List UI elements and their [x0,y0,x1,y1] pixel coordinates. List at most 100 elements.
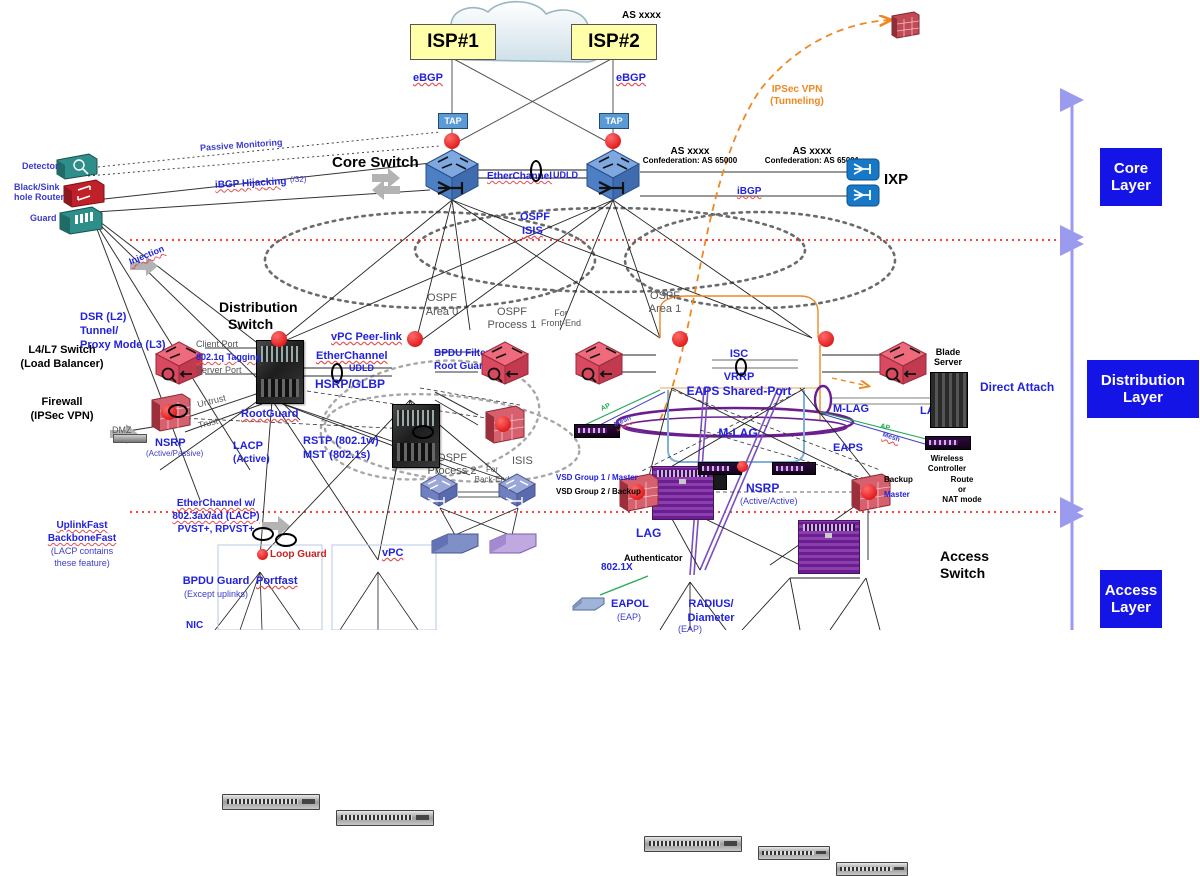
nic-label: NIC [186,620,204,631]
guard-device[interactable] [58,205,104,240]
tap-right[interactable]: TAP [599,113,629,129]
l4l7-right-right-cube[interactable] [876,336,930,391]
route-nat-line3: NAT mode [942,495,982,504]
core-udld-label: UDLD [553,170,578,180]
radius-label-2: Diameter [687,612,735,624]
core-right-status-dot [605,133,621,149]
backend-access-switch-right[interactable] [488,531,538,562]
l4l7-load-balancer[interactable] [152,336,206,391]
ospf-area0-line2: Area 0 [425,306,459,318]
route-nat-line2: or [958,485,966,494]
remote-firewall-icon[interactable] [888,10,920,45]
uplinkfast-label: UplinkFast [56,520,108,531]
wireless-controller-left[interactable] [574,424,620,438]
l4l7-label-1: L4/L7 Switch [28,344,96,356]
access-point-right[interactable] [772,462,816,475]
radius-sub-label: (EAP) [677,624,703,634]
dmz-label: DMZ [112,425,132,435]
backend-access-switch-left[interactable] [430,531,480,562]
as-left-line1: AS xxxx [670,146,710,157]
lacp-note-2: these feature) [54,558,110,568]
core-ospf-label: OSPF [520,211,550,223]
vrrp-label: VRRP [723,371,755,383]
dist-right-status-dot [407,331,423,347]
l4l7-load-balancer-right[interactable] [478,336,532,391]
pvst-label: PVST+, RPVST+ [177,524,255,535]
blackhole-router-label-1: Black/Sink [14,182,60,192]
core-etherchannel-label: EtherChannel [487,171,553,182]
access-switch-label-2: Switch [940,565,986,581]
access-switch-8021x[interactable] [644,836,742,852]
bpdu-guard-sub: (Except uplinks) [183,589,249,599]
firewall-vsd-right-dot [861,484,877,500]
isc-link-ring [735,358,747,376]
bpdu-filter-label: BPDU Filter [434,348,490,359]
wireless-controller-label-2: Controller [927,464,967,473]
isp2-label: ISP#2 [588,31,640,52]
backup-right-label: Backup [884,475,913,484]
distribution-layer-line2: Layer [1122,389,1164,406]
wireless-controller-right[interactable] [925,436,971,450]
ospf-process1-line2: Process 1 [487,319,537,331]
ipsec-vpn-label-2: (Tunneling) [770,96,824,107]
core-switch-left[interactable] [422,142,482,209]
blade-server-label-2: Server [933,357,963,367]
core-switch-label: Core Switch [332,154,419,171]
isp1-label: ISP#1 [427,31,479,52]
access-switch-right-1[interactable] [758,846,830,860]
master-right-label: Master [884,490,910,499]
bpdu-guard-label: BPDU Guard [182,575,250,587]
backend-router-left[interactable] [418,470,460,513]
nsrp-right-label: NSRP [746,481,780,495]
core-isis-label: ISIS [522,225,543,237]
blade-server[interactable] [930,372,968,428]
as-right-line1: AS xxxx [792,146,832,157]
core-layer-line2: Layer [1110,177,1152,194]
distribution-switch-label-1: Distribution [219,299,298,315]
firewall-right-dist-status-dot [495,416,511,432]
isp2-box[interactable]: ISP#2 [571,24,657,60]
loop-guard-ring-right [275,533,297,547]
right-dist-left-status-dot [672,331,688,347]
ospf-area0-line1: OSPF [427,292,457,304]
core-switch-right[interactable] [583,142,643,209]
authenticator-label: Authenticator [624,553,683,563]
supplicant-client-device[interactable] [570,592,606,617]
ixp-router-top[interactable] [846,156,880,187]
lacp-mode-label: (Active) [233,454,270,465]
blade-server-label-1: Blade [935,347,961,357]
access-etherchannel-1: EtherChannel w/ [176,498,256,509]
firewall-label-1: Firewall [41,396,83,408]
vsd-master-label: VSD Group 1 / Master [556,473,638,482]
dmz-server[interactable] [113,434,147,443]
ospf-backend-line1: For [486,465,498,474]
ebgp-left-label: eBGP [413,72,443,84]
dist-etherchannel-label: EtherChannel [316,350,388,362]
dist-link-ring [331,363,343,383]
l4l7-right-left-cube[interactable] [572,336,626,391]
dsr-l2-label: DSR (L2) [80,311,127,323]
right-distribution-switch-right[interactable] [798,520,860,574]
l4l7-label-2: (Load Balancer) [20,358,104,370]
lacp-label: LACP [233,440,263,452]
blackhole-router-device[interactable] [62,178,106,213]
ixp-router-bottom[interactable] [846,182,880,213]
isp1-box[interactable]: ISP#1 [410,24,496,60]
access-switch-1[interactable] [222,794,320,810]
access-switch-2[interactable] [336,810,434,826]
mlag-label: M-LAG [718,426,758,440]
ospf-frontend-line2: Front-End [540,318,582,328]
layer-badge-core: Core Layer [1100,148,1162,206]
access-switch-right-2[interactable] [836,862,908,876]
backend-router-right[interactable] [496,470,538,513]
rootguard-ring-right [412,425,434,439]
detector-device[interactable] [55,152,99,185]
core-ibgp-label: iBGP [737,186,762,197]
distribution-switch-left[interactable] [256,340,304,404]
right-dist-right-status-dot [818,331,834,347]
as-left-line2: Confederation: AS 65000 [642,156,738,165]
access-etherchannel-2: 802.3ax/ad (LACP) [172,511,260,522]
tap-left[interactable]: TAP [438,113,468,129]
nsrp-left-mode: (Active/Passive) [146,449,204,458]
dot1q-tagging-label: 802.1q Tagging [196,352,261,362]
